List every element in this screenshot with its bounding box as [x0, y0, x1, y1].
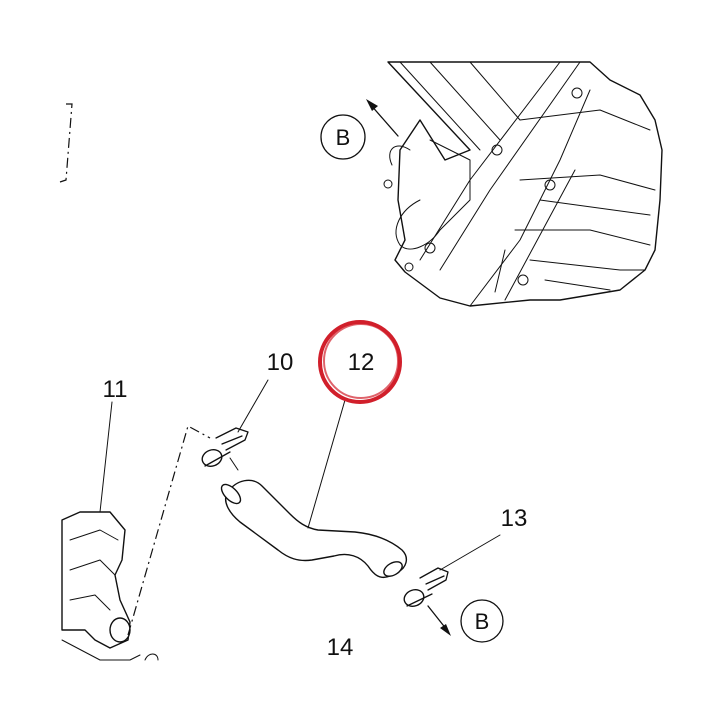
engine-assembly: [383, 61, 663, 307]
dashed-guide-top-left: [59, 103, 73, 183]
callout-11: 11: [103, 376, 128, 403]
part-11-housing: [61, 511, 159, 661]
leader-lines: [99, 379, 501, 571]
callout-14: 14: [327, 634, 354, 661]
clamp-13: [403, 567, 449, 607]
ref-label-b-bottom: B: [475, 609, 490, 634]
ref-label-b-top: B: [336, 125, 351, 150]
callout-12: 12: [348, 349, 375, 376]
callout-13: 13: [501, 505, 528, 532]
reference-b-bottom: B: [427, 599, 504, 643]
dashed-guide-hose: [127, 425, 211, 636]
reference-b-top: B: [320, 99, 399, 160]
hose-12: [220, 479, 408, 579]
highlight-circle: [318, 320, 402, 404]
callout-10: 10: [267, 349, 294, 376]
clamp-10: [201, 427, 249, 471]
